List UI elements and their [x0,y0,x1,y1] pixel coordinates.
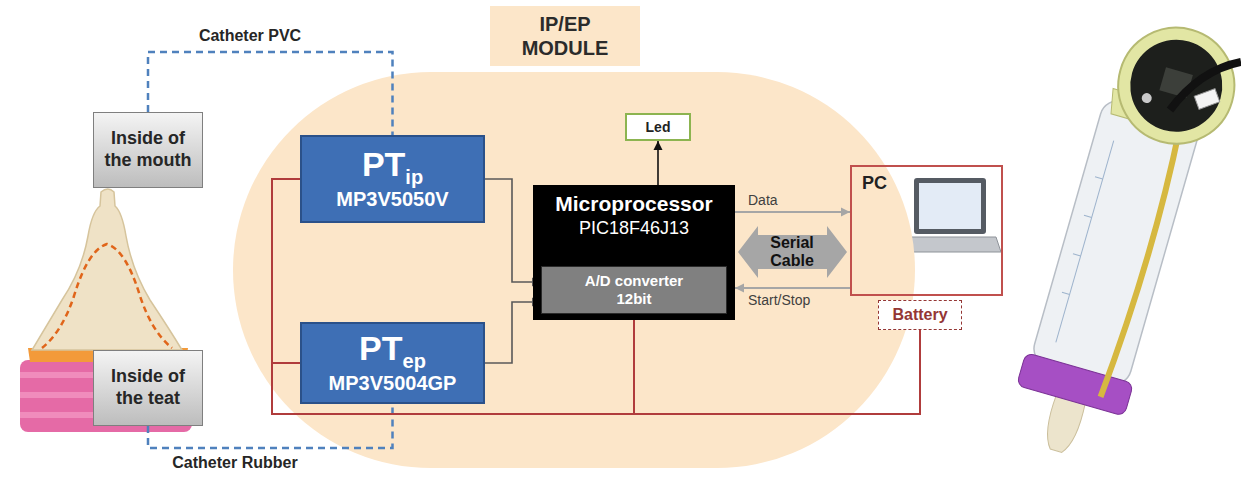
bottle-scale [1056,141,1114,343]
connector [1194,89,1219,110]
part-number: PIC18F46J13 [579,217,689,240]
box-label: Inside of the teat [98,366,198,409]
bottle-tick [1062,292,1070,294]
power-wire [272,179,920,414]
arrowhead [532,278,541,287]
module-region: IP/EP MODULEPTipMP3V5050VPTepMP3V5004GPM… [233,72,915,468]
signal-label: Data [748,192,778,208]
data-arrow [735,208,850,217]
connector-line [148,52,393,135]
location-box: Inside of the teat [93,350,203,426]
connector-line [485,179,541,282]
part-number: MP3V5050V [336,187,448,211]
device-housing [1105,14,1241,157]
catheter-line [148,404,393,448]
laptop-screen [919,183,981,229]
connector-line [148,404,393,448]
connector-line [735,211,850,213]
bottle-tick [1095,177,1103,179]
sensor-name: PT [359,329,402,367]
location-box: Inside of the mouth [93,112,203,188]
connector-line [272,330,920,414]
adc-box: A/D converter 12bit [541,266,727,314]
sensor-title: PTep [359,331,426,372]
box-label: PC [862,173,887,194]
pressure-sensor: PTipMP3V5050V [300,135,485,223]
catheter-line [148,52,393,135]
led-box: Led [625,113,691,141]
catheter-tube [1101,128,1184,399]
region-heading: IP/EP MODULE [490,6,640,66]
laptop-base [899,237,1001,252]
bottle-illustration [1002,10,1241,470]
laptop-icon [899,178,1001,252]
sensor-subscript: ip [405,165,423,187]
connector-line [634,320,920,414]
sensor-name: PT [362,145,405,183]
serial-cable-arrow [738,226,847,278]
connector-line [272,179,920,414]
signal-label: Start/Stop [748,292,810,308]
box-label: Inside of the mouth [98,128,198,171]
power-wire [272,330,920,414]
bottle-tick [1073,254,1081,256]
box-title: Microprocessor [555,191,713,217]
arrowhead [532,298,541,307]
arrowhead [735,284,744,293]
teat-body [32,189,182,350]
battery-box: Battery [878,300,962,330]
arrowhead [841,208,850,217]
teat-inner-outline [42,244,172,348]
signal-arrow [485,179,541,287]
power-wire [634,320,920,414]
cable-shape [738,226,847,278]
pc-box: PC [850,165,1003,296]
cable-label: Serial Cable [762,234,822,269]
arrowhead [654,141,663,150]
component [1141,92,1153,104]
microprocessor-box: MicroprocessorPIC18F46J13A/D converter 1… [533,185,735,320]
signal-arrow [485,298,541,364]
sensor-subscript: ep [403,349,426,371]
catheter-label: Catheter Rubber [172,454,297,472]
laptop-frame [914,178,986,234]
usb-cable [1170,62,1241,110]
led-arrow [654,141,663,185]
circuit-board [1119,29,1233,143]
connector-line [485,302,541,363]
box-label: Battery [892,306,947,324]
bottle-tick [1084,215,1092,217]
catheter-label: Catheter PVC [199,27,301,45]
box-label: A/D converter 12bit [575,272,693,308]
box-label: Led [646,119,671,135]
part-number: MP3V5004GP [329,371,457,395]
control-arrow [735,284,850,293]
pressure-sensor: PTepMP3V5004GP [300,322,485,404]
sensor-title: PTip [362,147,423,188]
connector-line [735,287,850,289]
